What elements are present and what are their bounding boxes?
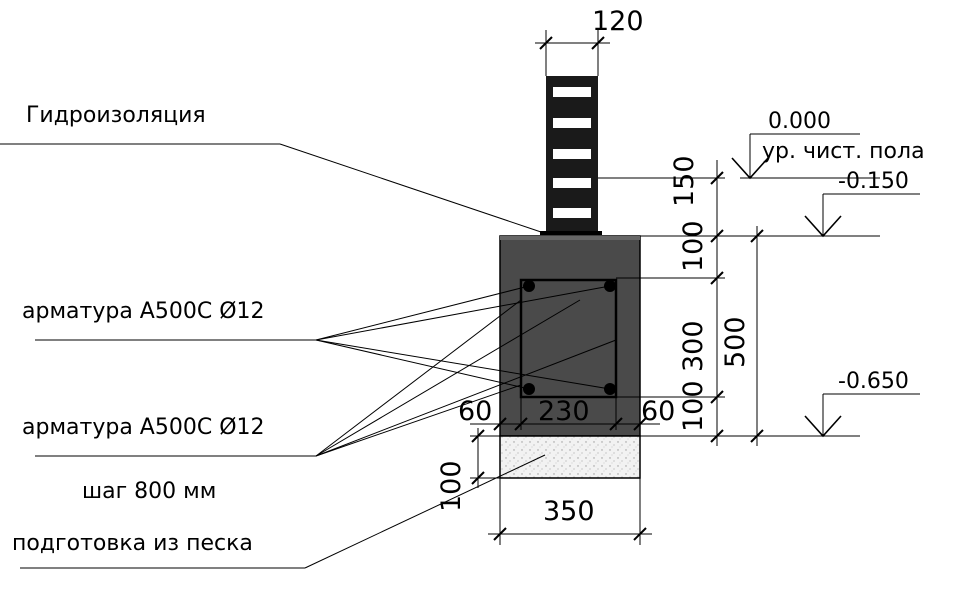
elevation-top-of-footing: -0.150	[838, 169, 909, 194]
elevation-floor-value: 0.000	[768, 109, 831, 134]
elevation-marker-top	[804, 193, 920, 238]
brick-joint	[553, 178, 591, 188]
dim-sand-width: 350	[543, 496, 595, 527]
dim-cover-bottom: 100	[678, 380, 709, 432]
label-sand-bed: подготовка из песка	[12, 531, 253, 556]
leader-lines	[0, 143, 617, 569]
elevation-floor-label: ур. чист. пола	[762, 139, 925, 164]
elevation-marker-floor	[731, 133, 860, 180]
dim-rebar-spacing-horizontal: 230	[538, 396, 590, 427]
elevation-marker-bottom	[804, 393, 920, 438]
label-rebar-top: арматура А500С Ø12	[22, 299, 265, 324]
elevation-bottom-of-footing: -0.650	[838, 369, 909, 394]
brick-wall	[546, 76, 598, 234]
dim-edge-left: 60	[458, 396, 492, 427]
dim-cover-top: 100	[678, 220, 709, 272]
brick-joint	[553, 149, 591, 159]
label-waterproofing: Гидроизоляция	[26, 103, 206, 128]
brick-joint	[553, 208, 591, 218]
sand-bed	[499, 435, 641, 479]
dim-sand-thickness: 100	[436, 460, 467, 512]
label-rebar-bottom: арматура А500С Ø12	[22, 415, 265, 440]
dimension-lines	[470, 30, 880, 545]
dim-wall-width: 120	[592, 6, 644, 37]
label-step: шаг 800 мм	[82, 479, 216, 504]
dim-wall-above-footing: 150	[669, 155, 700, 207]
dim-edge-right: 60	[641, 396, 675, 427]
waterproofing-layer	[540, 231, 602, 235]
brick-joint	[553, 118, 591, 128]
brick-joint	[553, 87, 591, 97]
dim-rebar-spacing-vertical: 300	[678, 320, 709, 372]
dim-footing-height: 500	[720, 316, 751, 368]
